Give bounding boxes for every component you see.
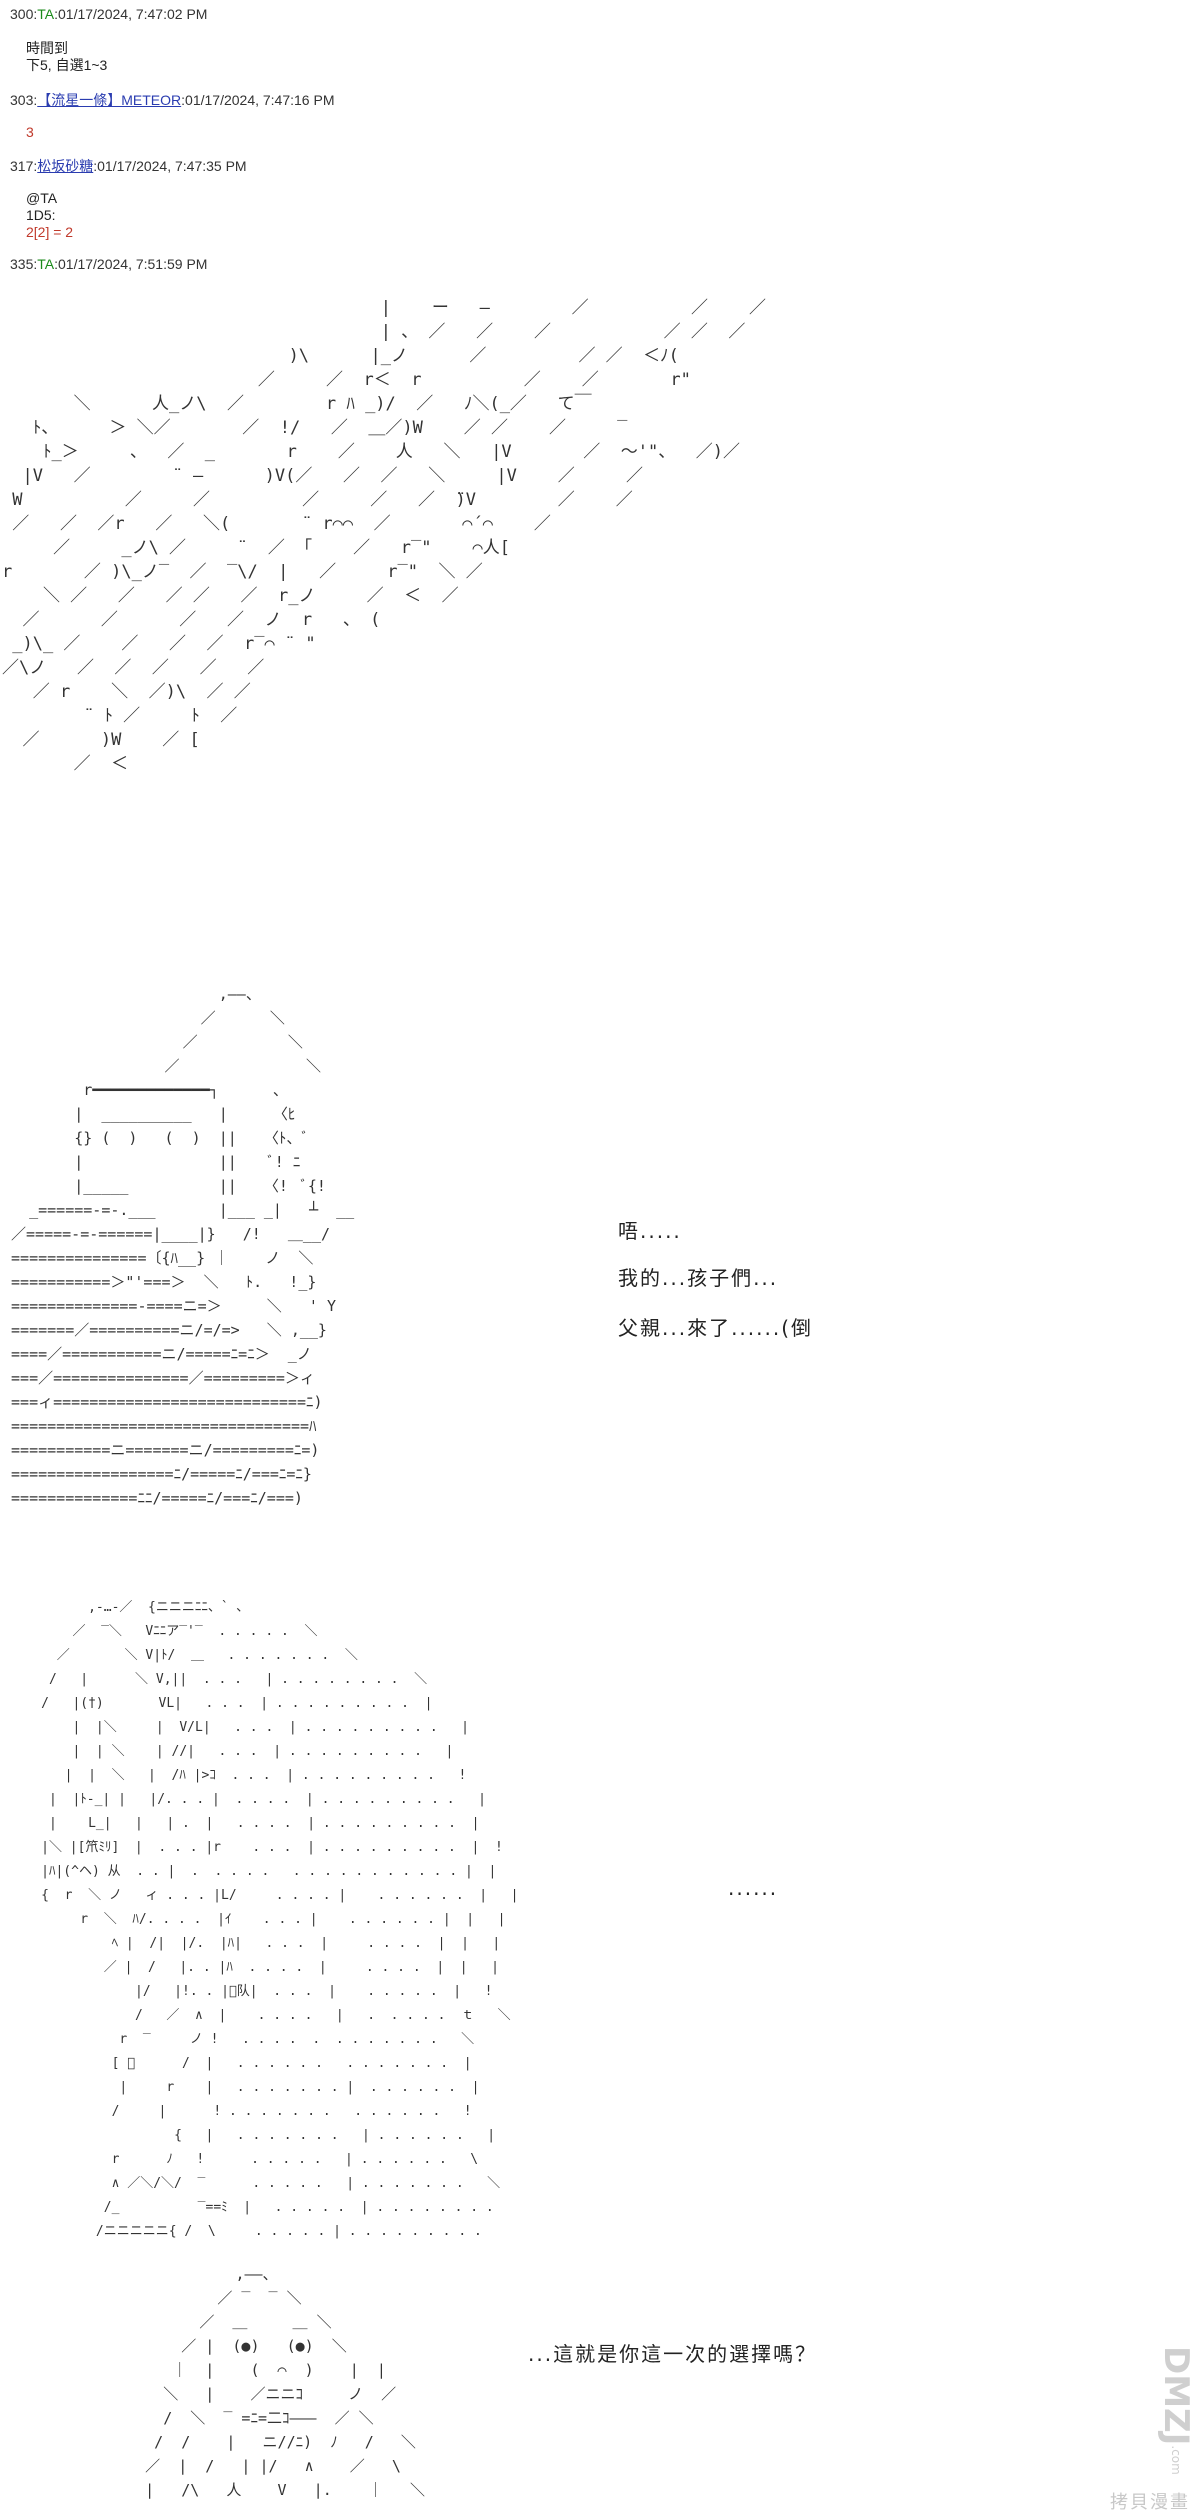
watermark-text: 拷貝漫畫: [1110, 2492, 1190, 2513]
post-date: 01/17/2024, 7:47:35 PM: [97, 158, 247, 174]
post-header-335: 335:TA:01/17/2024, 7:51:59 PM: [10, 256, 208, 272]
poster-name[interactable]: TA: [37, 256, 55, 272]
face-ascii-art: ,――、 ／ ‾ ‾ ＼ ／ ＿ ＿ ＼ ／ | (●) (●) ＼ ｜ | (…: [145, 2265, 425, 2499]
dice-result: 2[2] = 2: [26, 224, 74, 240]
post-line: 3: [26, 124, 34, 140]
post-date: 01/17/2024, 7:51:59 PM: [58, 256, 208, 272]
watermark-logo: DMZJ.com: [1156, 2345, 1196, 2475]
post-header-303: 303:【流星一條】METEOR:01/17/2024, 7:47:16 PM: [10, 92, 335, 108]
post-line: 1D5:: [26, 207, 56, 223]
post-number: 303: [10, 92, 34, 108]
poster-name-link[interactable]: 【流星一條】METEOR: [37, 92, 182, 108]
post-header-300: 300:TA:01/17/2024, 7:47:02 PM: [10, 6, 208, 22]
dialog-line: 父親...來了......(倒: [618, 1316, 814, 1340]
post-body-303: 3: [26, 124, 34, 141]
post-date: 01/17/2024, 7:47:02 PM: [58, 6, 208, 22]
dialog-line: 唔.....: [618, 1219, 682, 1243]
ghost-ascii-art: ,-…-／ {ニニニﾆﾆ、` ､ ／ ‾＼ Vﾆﾆア‾'‾ . . . . . …: [41, 1600, 519, 2239]
poster-name[interactable]: TA: [37, 6, 55, 22]
poster-name-link[interactable]: 松坂砂糖: [37, 158, 94, 174]
post-number: 317: [10, 158, 34, 174]
post-date: 01/17/2024, 7:47:16 PM: [185, 92, 335, 108]
post-number: 300: [10, 6, 34, 22]
post-line: @TA: [26, 190, 58, 206]
post-header-317: 317:松坂砂糖:01/17/2024, 7:47:35 PM: [10, 158, 247, 174]
post-line: 時間到: [26, 40, 68, 56]
post-number: 335: [10, 256, 34, 272]
post-line: 下5, 自選1~3: [26, 57, 108, 73]
dialog-line: ......: [728, 1876, 779, 1900]
dialog-line: ...這就是你這一次的選擇嗎？: [528, 2342, 818, 2366]
post-body-300: 時間到下5, 自選1~3: [26, 40, 107, 74]
dialog-line: 我的...孩子們...: [618, 1266, 779, 1290]
rain-ascii-art: | ー ― ／ ／ ／ | 、 ／ ／ ／ ／ ／ ／ )\ |_ノ ／ ／ ／…: [2, 298, 766, 774]
mountain-ascii-art: ,――、 ／ ＼ ／ ＼ ／ ＼ r━━━━━━━━━━━━━┐ 、 | ___…: [11, 985, 355, 1507]
